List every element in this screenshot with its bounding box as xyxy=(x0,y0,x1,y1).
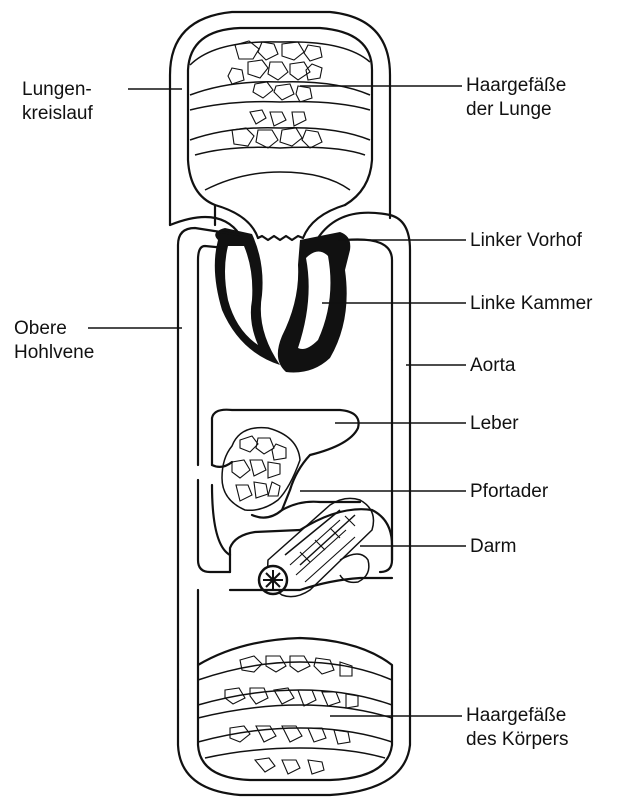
label-haargefaesse-koerper-line2: des Körpers xyxy=(466,728,568,752)
label-aorta: Aorta xyxy=(470,354,515,378)
label-haargefaesse-lunge-line1: Haargefäße xyxy=(466,74,566,98)
lung-capillary-bed xyxy=(170,12,390,225)
label-obere-hohlvene-line2: Hohlvene xyxy=(14,341,94,365)
label-haargefaesse-lunge-line2: der Lunge xyxy=(466,98,566,122)
label-linker-vorhof: Linker Vorhof xyxy=(470,229,582,253)
label-leber: Leber xyxy=(470,412,519,436)
label-lungenkreislauf-line1: Lungen- xyxy=(22,78,93,102)
label-lungenkreislauf: Lungen- kreislauf xyxy=(22,78,93,126)
label-lungenkreislauf-line2: kreislauf xyxy=(22,102,93,126)
label-haargefaesse-koerper-line1: Haargefäße xyxy=(466,704,568,728)
pulmonary-vessels xyxy=(170,205,390,240)
label-linke-kammer: Linke Kammer xyxy=(470,292,593,316)
label-haargefaesse-koerper: Haargefäße des Körpers xyxy=(466,704,568,752)
label-pfortader: Pfortader xyxy=(470,480,548,504)
intestine xyxy=(230,498,392,596)
label-obere-hohlvene: Obere Hohlvene xyxy=(14,317,94,365)
heart xyxy=(215,228,350,372)
label-obere-hohlvene-line1: Obere xyxy=(14,317,94,341)
label-darm: Darm xyxy=(470,535,516,559)
label-haargefaesse-lunge: Haargefäße der Lunge xyxy=(466,74,566,122)
